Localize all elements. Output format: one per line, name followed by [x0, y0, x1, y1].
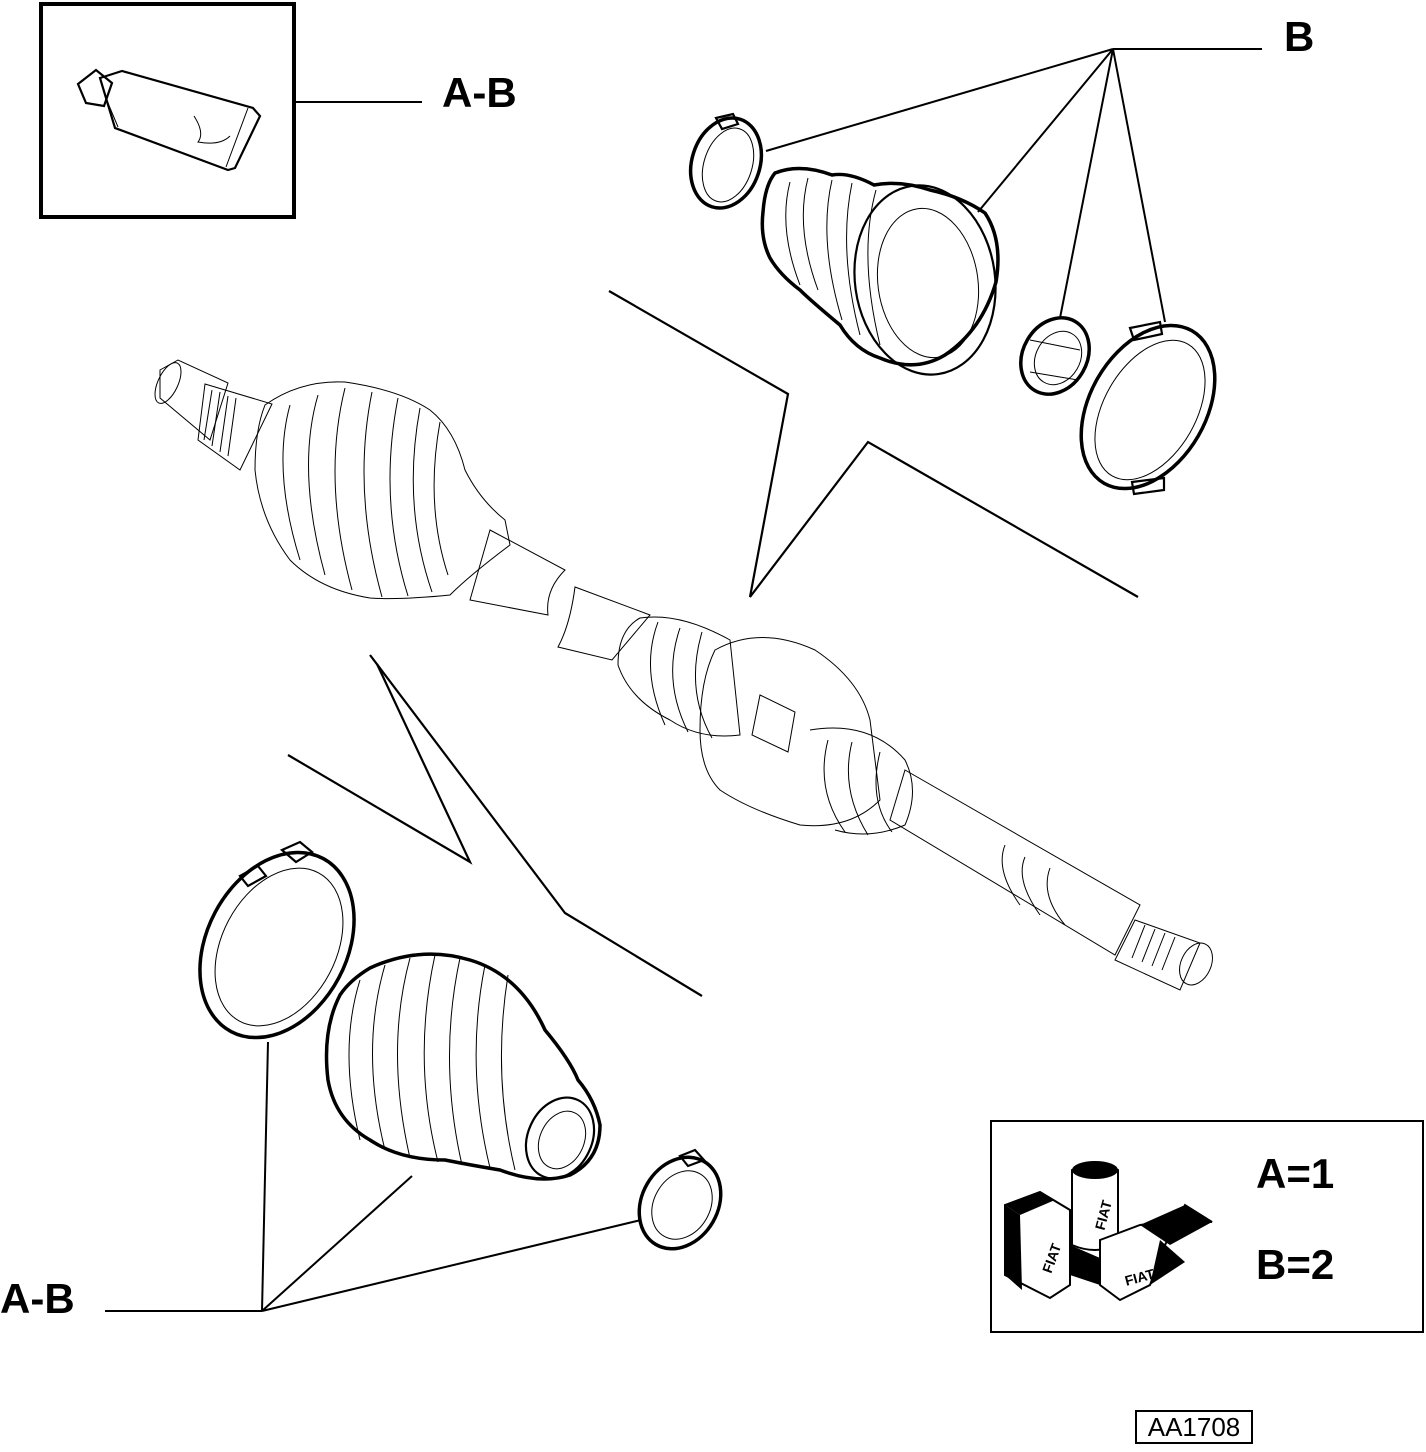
outer-joint-kit	[105, 840, 723, 1312]
drive-shaft-assembly	[154, 359, 1213, 991]
explosion-bracket-upper	[608, 290, 1139, 598]
fiat-logo-text-2: FIAT	[1092, 1198, 1115, 1232]
inner-joint-kit	[688, 48, 1262, 496]
grease-tube-inset	[39, 2, 422, 219]
figure-code: AA1708	[1135, 1410, 1253, 1444]
label-inner-kit: B	[1284, 13, 1315, 60]
large-clamp-upper	[1079, 320, 1217, 496]
explosion-bracket-lower	[287, 654, 703, 997]
small-clamp-lower	[637, 1148, 723, 1251]
legend-line-b: B=2	[1256, 1241, 1335, 1288]
inner-bushing	[1019, 316, 1091, 396]
inner-boot	[760, 166, 1000, 376]
grease-tube-icon	[76, 68, 262, 172]
label-grease-kit: A-B	[442, 69, 517, 116]
label-outer-kit: A-B	[0, 1275, 75, 1322]
fiat-logo-text-3: FIAT	[1123, 1265, 1157, 1288]
outer-boot	[324, 952, 602, 1181]
quantity-legend: FIAT FIAT FIAT	[990, 1120, 1424, 1333]
fiat-parts-icon: FIAT FIAT FIAT	[1004, 1161, 1213, 1302]
legend-line-a: A=1	[1256, 1150, 1335, 1197]
small-clamp-upper	[688, 112, 764, 210]
large-clamp-lower	[198, 840, 356, 1040]
